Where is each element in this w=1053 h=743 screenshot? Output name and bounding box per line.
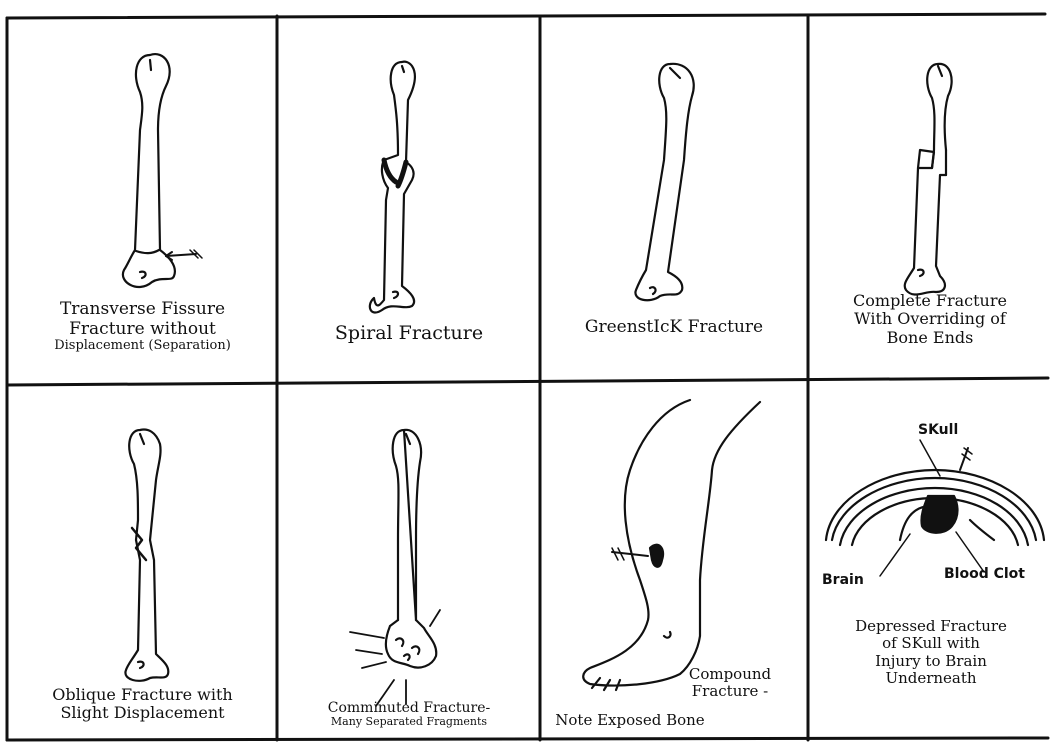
caption-oblique: Oblique Fracture with Slight Displacemen… <box>10 686 275 723</box>
skull-diagram <box>826 440 1044 576</box>
caption-compound-note: Note Exposed Bone <box>545 712 715 729</box>
bone-spiral <box>370 62 415 313</box>
bone-comminuted <box>350 430 440 706</box>
bone-complete <box>905 64 952 295</box>
bone-oblique <box>125 430 168 681</box>
caption-greenstick: GreenstIcK Fracture <box>543 318 805 338</box>
label-blood-clot: Blood Clot <box>944 566 1025 582</box>
bone-greenstick <box>635 64 693 300</box>
caption-complete: Complete Fracture With Overriding of Bon… <box>810 292 1050 347</box>
caption-comminuted: Comminuted Fracture- Many Separated Frag… <box>280 700 538 729</box>
caption-depressed: Depressed Fracture of SKull with Injury … <box>812 618 1050 687</box>
bone-transverse <box>123 54 202 287</box>
caption-compound: Compound Fracture - <box>660 666 800 701</box>
compound-leg <box>583 400 760 690</box>
label-skull: SKull <box>918 422 958 438</box>
caption-spiral: Spiral Fracture <box>280 323 538 345</box>
caption-transverse: Transverse Fissure Fracture without Disp… <box>10 300 275 354</box>
label-brain: Brain <box>822 572 864 588</box>
